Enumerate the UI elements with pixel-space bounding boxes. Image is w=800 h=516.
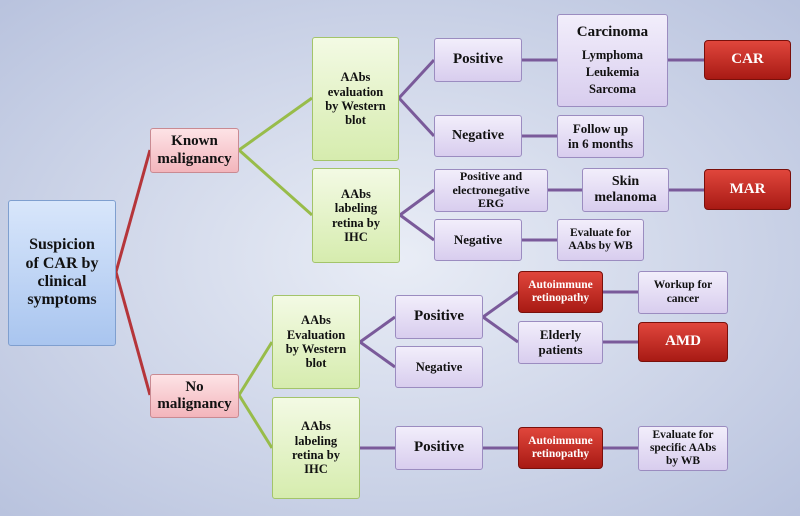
connector-w2-negative <box>359 340 396 369</box>
connector-nomal-western <box>237 341 274 396</box>
connector-positive-elderly <box>482 315 519 344</box>
connector-w1-negative <box>397 96 436 138</box>
root-node: Suspicion of CAR by clinical symptoms <box>8 200 116 346</box>
connector-nomal-ihc <box>237 394 274 449</box>
known-ihc-node: AAbs labeling retina by IHC <box>312 168 400 263</box>
known-ihc-negative-node: Negative <box>434 219 522 261</box>
follow-up-node: Follow up in 6 months <box>557 115 644 158</box>
connector-known-western <box>238 96 313 152</box>
evaluate-aabs-wb-node: Evaluate for AAbs by WB <box>557 219 644 261</box>
cancer-item: Leukemia <box>585 64 640 79</box>
known-western-blot-node: AAbs evaluation by Western blot <box>312 37 399 161</box>
connector-root-known <box>114 149 152 273</box>
connector-w1-positive <box>397 58 436 100</box>
mar-result-node: MAR <box>704 169 791 210</box>
known-malignancy-node: Known malignancy <box>150 128 239 173</box>
connector-ihc1-negative <box>399 213 435 242</box>
connector-w2-positive <box>359 315 396 344</box>
known-western-negative-node: Negative <box>434 115 522 157</box>
elderly-patients-node: Elderly patients <box>518 321 603 364</box>
autoimmune-retinopathy-node: Autoimmune retinopathy <box>518 271 603 313</box>
cancer-item: Lymphoma <box>581 47 644 62</box>
nomal-western-positive-node: Positive <box>395 295 483 339</box>
amd-result-node: AMD <box>638 322 728 362</box>
positive-erg-node: Positive and electronegative ERG <box>434 169 548 212</box>
cancer-item: Sarcoma <box>589 82 636 97</box>
evaluate-specific-aabs-node: Evaluate for specific AAbs by WB <box>638 426 728 471</box>
cancer-types-node: Carcinoma Lymphoma Leukemia Sarcoma <box>557 14 668 107</box>
car-result-node: CAR <box>704 40 791 80</box>
cancer-title: Carcinoma <box>576 24 649 41</box>
nomal-western-negative-node: Negative <box>395 346 483 388</box>
known-western-positive-node: Positive <box>434 38 522 82</box>
nomal-western-blot-node: AAbs Evaluation by Western blot <box>272 295 360 389</box>
connector-known-ihc <box>238 148 313 217</box>
nomal-ihc-positive-node: Positive <box>395 426 483 470</box>
no-malignancy-node: No malignancy <box>150 374 239 418</box>
workup-cancer-node: Workup for cancer <box>638 271 728 314</box>
connector-positive-autoimmune <box>482 290 519 319</box>
nomal-ihc-node: AAbs labeling retina by IHC <box>272 397 360 499</box>
connector-ihc1-positive <box>399 188 435 217</box>
skin-melanoma-node: Skin melanoma <box>582 168 669 212</box>
autoimmune-retinopathy-2-node: Autoimmune retinopathy <box>518 427 603 469</box>
connector-root-nomal <box>114 271 152 396</box>
